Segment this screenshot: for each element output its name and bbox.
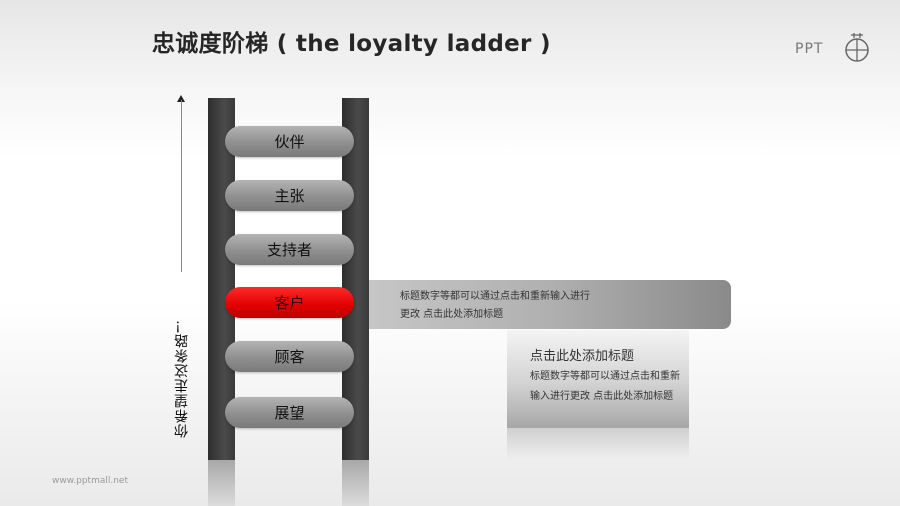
rail-reflection-right <box>342 460 369 506</box>
rung-advocate[interactable]: 主张 <box>225 180 354 211</box>
rung-client-active[interactable]: 客户 <box>225 287 354 318</box>
ppt-mall-logo-icon <box>845 33 869 62</box>
rung-supporter[interactable]: 支持者 <box>225 234 354 265</box>
up-arrow-icon <box>177 95 185 102</box>
callout-text: 标题数字等都可以通过点击和重新输入进行 更改 点击此处添加标题 <box>400 288 590 324</box>
callout-line-2: 更改 点击此处添加标题 <box>400 309 504 320</box>
card-body[interactable]: 标题数字等都可以通过点击和重新输入进行更改 点击此处添加标题 <box>530 371 680 402</box>
rung-customer[interactable]: 顾客 <box>225 341 354 372</box>
card-title[interactable]: 点击此处添加标题 <box>530 349 635 364</box>
footer-watermark: www.pptmall.net <box>52 476 128 486</box>
info-card: 点击此处添加标题 标题数字等都可以通过点击和重新输入进行更改 点击此处添加标题 <box>507 330 689 428</box>
rung-prospect[interactable]: 展望 <box>225 397 354 428</box>
brand-logo: PPT <box>795 33 875 63</box>
callout-line-1: 标题数字等都可以通过点击和重新输入进行 <box>400 291 590 302</box>
rung-partner[interactable]: 伙伴 <box>225 126 354 157</box>
vertical-label: 你希望走这条路！ <box>174 318 190 438</box>
arrow-line <box>181 100 182 272</box>
page-title: 忠诚度阶梯 ( the loyalty ladder ) <box>152 31 551 57</box>
rail-reflection-left <box>208 460 235 506</box>
logo-text: PPT <box>795 41 824 57</box>
card-reflection <box>507 428 689 460</box>
callout-bar: 标题数字等都可以通过点击和重新输入进行 更改 点击此处添加标题 <box>369 280 731 329</box>
